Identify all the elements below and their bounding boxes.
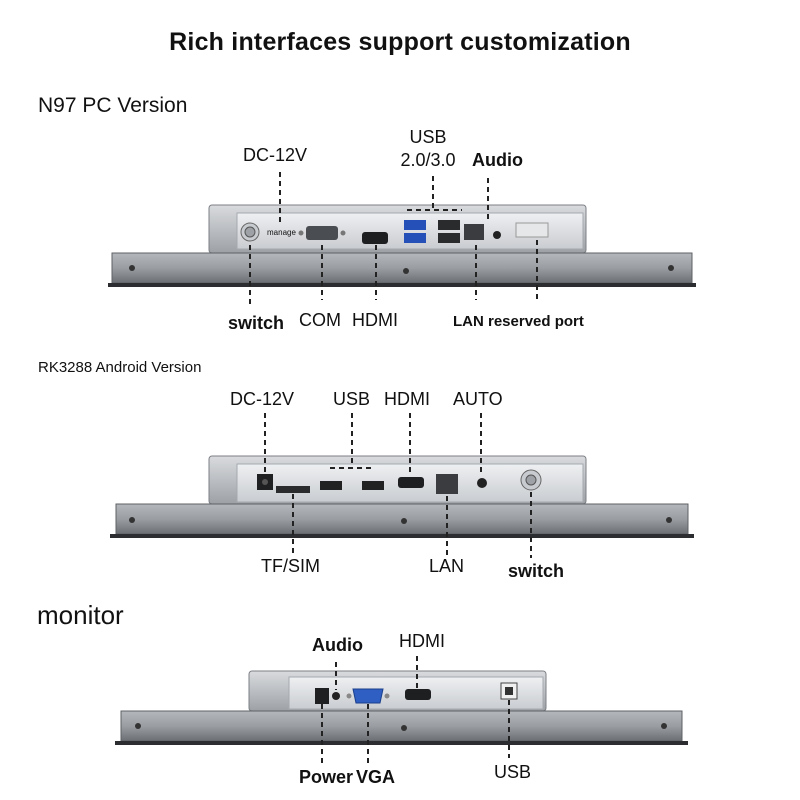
rk3288-leader-lines [264, 413, 532, 558]
rk3288-dc-label: DC-12V [230, 389, 295, 409]
monitor-power-label: Power [299, 767, 354, 787]
page-title: Rich interfaces support customization [169, 28, 631, 56]
n97-dc-label: DC-12V [243, 145, 308, 165]
n97-audio-label: Audio [472, 150, 523, 170]
monitor-usb-label: USB [494, 762, 532, 782]
rk3288-usb-label: USB [333, 389, 371, 409]
rk3288-switch-label: switch [508, 561, 565, 581]
monitor-audio-label: Audio [312, 635, 363, 655]
n97-lan-reserved-label: LAN reserved port [453, 313, 584, 330]
monitor-leader-lines [321, 656, 510, 764]
n97-heading: N97 PC Version [38, 94, 188, 117]
n97-chassis [108, 204, 696, 287]
n97-usb-version-label: 2.0/3.0 [400, 150, 456, 170]
n97-hdmi-label: HDMI [352, 310, 398, 330]
monitor-hdmi-label: HDMI [399, 631, 445, 651]
rk3288-auto-label: AUTO [453, 389, 503, 409]
monitor-vga-label: VGA [356, 767, 396, 787]
monitor-chassis [115, 670, 688, 745]
monitor-heading: monitor [37, 600, 124, 630]
n97-switch-label: switch [228, 313, 285, 333]
n97-manage-text: manage [267, 228, 296, 237]
rk3288-hdmi-label: HDMI [384, 389, 430, 409]
rk3288-lan-label: LAN [429, 556, 465, 576]
rk3288-heading: RK3288 Android Version [38, 359, 202, 376]
n97-com-label: COM [299, 310, 341, 330]
n97-usb-label: USB [409, 127, 447, 147]
rk3288-tfsim-label: TF/SIM [261, 556, 320, 576]
